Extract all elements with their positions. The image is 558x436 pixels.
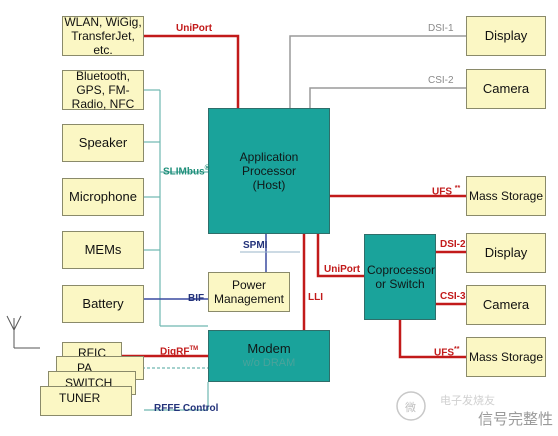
dsi2-text: DSI-2 (440, 239, 466, 250)
mems-box: MEMs (62, 231, 144, 269)
digrf-label: DigRFTM (160, 344, 198, 357)
coprocessor-label: Coprocessor or Switch (367, 263, 436, 291)
mems-label: MEMs (84, 242, 122, 257)
tuner-box: TUNER (40, 386, 132, 416)
ufs-bottom-label: UFS** (434, 344, 459, 358)
ufs-top-text: UFS (432, 186, 452, 198)
app-processor-box: Application Processor (Host) (208, 108, 330, 234)
speaker-box: Speaker (62, 124, 144, 162)
display-top-label: Display (484, 28, 528, 43)
camera-right-label: Camera (482, 297, 530, 312)
csi3-label: CSI-3 (440, 291, 466, 302)
ufs-top-mark: ** (454, 185, 461, 192)
slimbus-label: SLIMbus® (163, 163, 210, 177)
speaker-label: Speaker (78, 135, 128, 150)
digrf-mark: TM (189, 346, 199, 352)
display-top-box: Display (466, 16, 546, 56)
power-management-label: Power Management (213, 278, 285, 306)
rffe-label: RFFE Control (154, 403, 218, 414)
slimbus-lines (144, 89, 209, 411)
wlan-label: WLAN, WiGig, TransferJet, etc. (64, 15, 142, 57)
ufs-bottom-mark: ** (454, 346, 460, 353)
microphone-box: Microphone (62, 178, 144, 216)
camera-top-label: Camera (482, 81, 530, 96)
display-right-label: Display (484, 245, 528, 260)
dsi1-label: DSI-1 (428, 23, 454, 34)
coprocessor-box: Coprocessor or Switch (364, 234, 436, 320)
camera-top-box: Camera (466, 69, 546, 109)
uniport-top-line (144, 34, 240, 108)
bif-label: BIF (188, 293, 204, 304)
lli-label: LLI (308, 292, 323, 303)
battery-label: Battery (82, 296, 124, 311)
watermark-text2-value: 信号完整性 (478, 410, 554, 428)
csi2-line (309, 87, 466, 108)
uniport-mid-text: UniPort (324, 264, 361, 275)
modem-label: Modem (247, 341, 291, 356)
watermark-text2: 信号完整性 (478, 408, 553, 429)
spmi-text: SPMI (243, 240, 268, 251)
uniport-mid-line (316, 234, 364, 278)
uniport-top-text: UniPort (176, 23, 213, 34)
csi2-label: CSI-2 (428, 75, 454, 86)
slimbus-text: SLIMbus (163, 166, 205, 178)
watermark-logo-icon (396, 391, 426, 421)
camera-right-box: Camera (466, 285, 546, 325)
bif-text: BIF (188, 293, 205, 304)
ufs-bottom-line (398, 320, 466, 359)
uniport-top-label: UniPort (176, 23, 212, 34)
uniport-mid-label: UniPort (324, 264, 360, 275)
display-right-box: Display (466, 233, 546, 273)
power-management-box: Power Management (208, 272, 290, 312)
spmi-label: SPMI (243, 240, 267, 251)
watermark-text: 电子发烧友 (440, 392, 495, 408)
slimbus-mark: ® (204, 165, 210, 172)
dsi1-text: DSI-1 (428, 23, 454, 34)
lli-text: LLI (308, 292, 323, 303)
bluetooth-label: Bluetooth, GPS, FM-Radio, NFC (71, 69, 135, 111)
app-processor-label: Application Processor (Host) (239, 150, 299, 192)
tuner-label: TUNER (59, 391, 101, 405)
microphone-label: Microphone (69, 189, 137, 204)
digrf-text: DigRF (160, 346, 190, 358)
ufs-top-label: UFS ** (432, 183, 460, 197)
battery-box: Battery (62, 285, 144, 323)
watermark-glyph-text: 微 (405, 402, 416, 414)
dsi2-label: DSI-2 (440, 239, 466, 250)
ufs-bottom-text: UFS (434, 347, 454, 359)
mass-storage-top-box: Mass Storage (466, 176, 546, 216)
mass-storage-right-label: Mass Storage (468, 350, 544, 364)
watermark-text-value: 电子发烧友 (440, 395, 495, 407)
dsi1-line (289, 35, 466, 108)
rffe-text: RFFE Control (154, 403, 219, 414)
csi2-text: CSI-2 (428, 75, 454, 86)
antenna-icon (6, 315, 40, 349)
mass-storage-right-box: Mass Storage (466, 337, 546, 377)
wlan-box: WLAN, WiGig, TransferJet, etc. (62, 15, 144, 57)
mass-storage-top-label: Mass Storage (468, 189, 544, 203)
watermark-glyph: 微 (405, 399, 416, 415)
csi3-text: CSI-3 (440, 291, 466, 302)
modem-box: Modem w/o DRAM (208, 330, 330, 382)
bluetooth-box: Bluetooth, GPS, FM-Radio, NFC (62, 69, 144, 111)
modem-sub-label: w/o DRAM (242, 357, 296, 369)
